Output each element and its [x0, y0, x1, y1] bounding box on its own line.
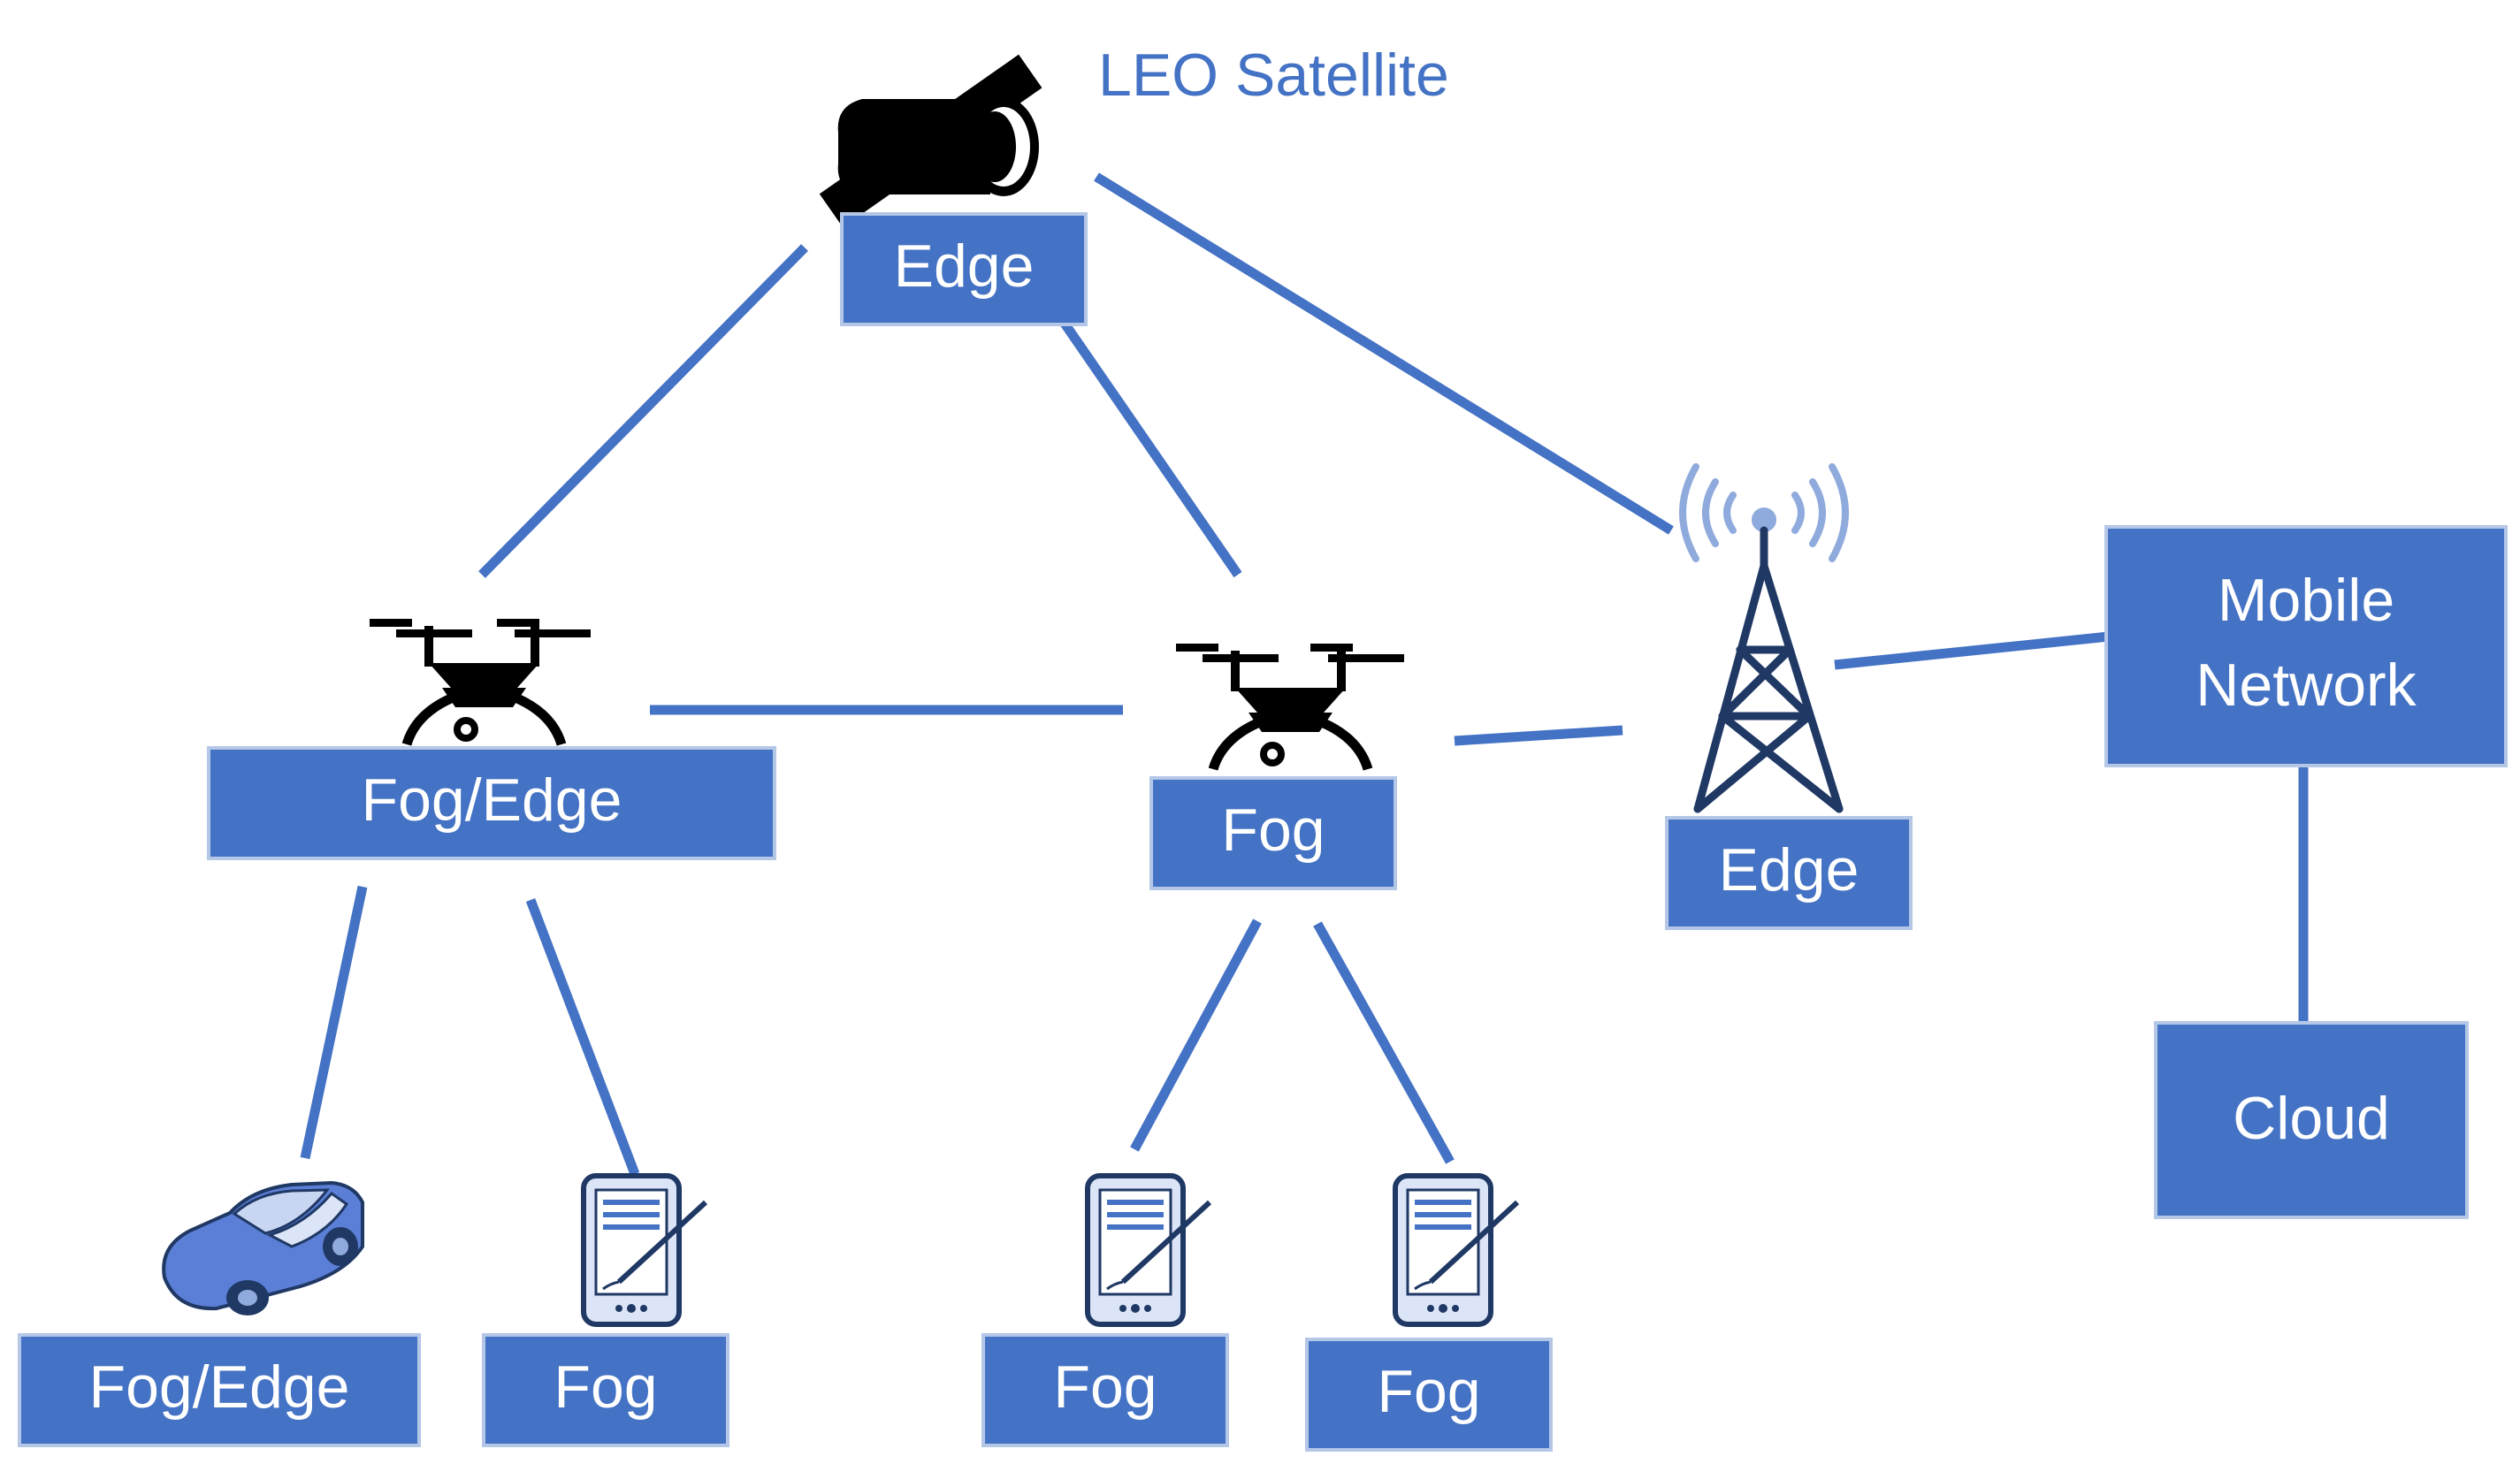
drone-left-box	[207, 746, 776, 860]
tablet-2-label: Fog	[1053, 1353, 1157, 1421]
mobile-network-label-line1: Mobile	[2218, 567, 2394, 634]
drone-left-label: Fog/Edge	[362, 766, 622, 834]
link-drone-left-car	[300, 885, 368, 1160]
tablet-1-box	[482, 1333, 729, 1447]
tablet-pen-icon	[1085, 1173, 1212, 1327]
drone-icon	[370, 619, 591, 746]
link-drone-center-tower	[1454, 725, 1623, 746]
car-icon	[162, 1180, 364, 1315]
satellite-title: LEO Satellite	[1098, 42, 1449, 109]
mobile-network-box	[2104, 525, 2508, 767]
link-satellite-drone-center	[1057, 315, 1242, 578]
tablet-3-box	[1305, 1338, 1553, 1452]
link-tower-mobile-network	[1834, 631, 2110, 670]
car-label: Fog/Edge	[89, 1353, 350, 1421]
cloud-label: Cloud	[2233, 1085, 2390, 1152]
drone-icon	[1176, 644, 1404, 771]
cell-tower-icon	[1679, 463, 1849, 813]
satellite-edge-label: Edge	[894, 233, 1035, 300]
cloud-box	[2154, 1021, 2469, 1219]
car-box	[18, 1333, 421, 1447]
tower-edge-label: Edge	[1719, 836, 1859, 904]
satellite-edge-box	[840, 212, 1088, 326]
tablet-3-label: Fog	[1377, 1358, 1480, 1425]
links	[300, 172, 2309, 1176]
mobile-network-label-line2: Network	[2195, 652, 2417, 719]
tower-edge-box	[1665, 816, 1913, 930]
tablet-2-box	[981, 1333, 1229, 1447]
link-satellite-drone-left	[478, 244, 808, 578]
drone-center-box	[1149, 776, 1397, 890]
tablet-1-label: Fog	[554, 1353, 657, 1421]
drone-center-label: Fog	[1221, 797, 1325, 864]
link-drone-left-tablet-1	[525, 898, 640, 1176]
link-satellite-tower	[1094, 172, 1674, 535]
tablet-pen-icon	[581, 1173, 708, 1327]
link-drone-center-tablet-2	[1130, 919, 1262, 1152]
link-drone-center-tablet-3	[1313, 921, 1455, 1164]
tablet-pen-icon	[1393, 1173, 1520, 1327]
satellite-icon	[819, 54, 1042, 228]
